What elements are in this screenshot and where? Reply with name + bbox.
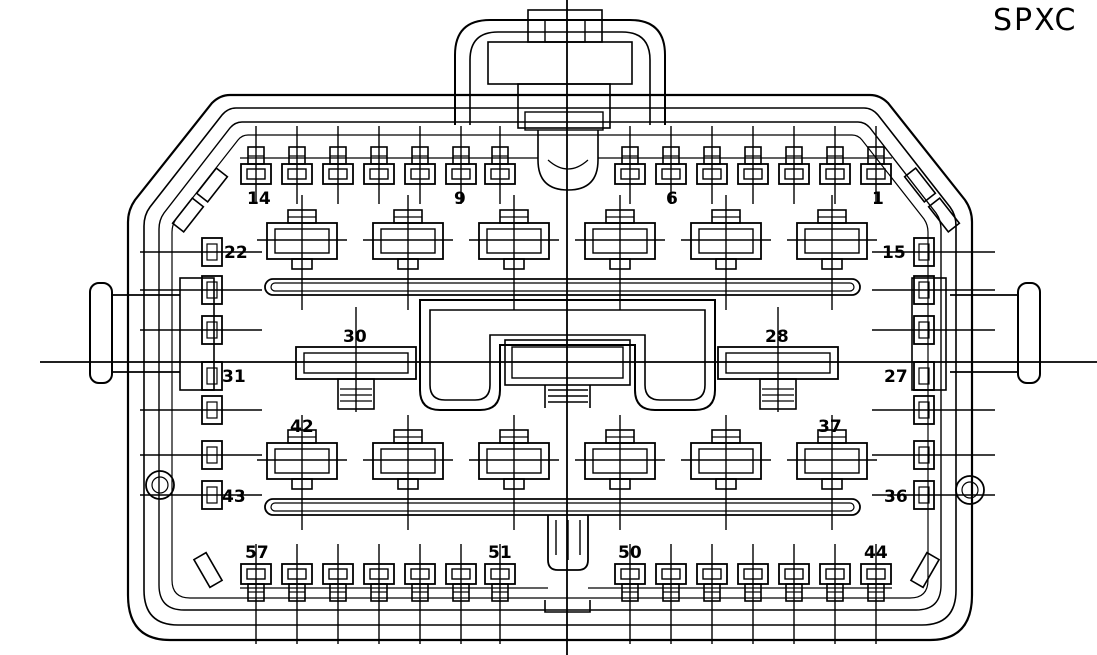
large-cavity — [787, 415, 877, 530]
terminal-cavity — [655, 126, 687, 204]
corner-tabs — [171, 166, 961, 589]
corner-tab — [171, 196, 205, 234]
pin-label: 43 — [222, 487, 246, 507]
terminal-cavity — [655, 544, 687, 644]
wide-cavity — [295, 307, 417, 412]
terminal-cavity — [819, 544, 851, 644]
terminal-cavity — [404, 544, 436, 644]
large-cavity — [469, 195, 559, 310]
right-side-slots — [872, 237, 995, 510]
lower-large-cavity-row — [257, 415, 877, 530]
pin-label: 30 — [343, 327, 367, 347]
terminal-cavity — [737, 126, 769, 204]
pin-label: 27 — [884, 367, 908, 387]
large-cavity — [575, 195, 665, 310]
wide-cavity — [717, 307, 839, 412]
pin-label: 31 — [222, 367, 246, 387]
pin-label: 1 — [872, 189, 884, 209]
pin-label: 6 — [666, 189, 678, 209]
pin-label: 42 — [290, 417, 314, 437]
terminal-cavity — [445, 126, 477, 204]
terminal-cavity — [484, 544, 516, 644]
corner-tab — [192, 551, 224, 589]
terminal-cavity — [240, 126, 272, 204]
upper-large-cavity-row — [257, 195, 877, 310]
terminal-cavity — [614, 544, 646, 644]
left-boss — [145, 470, 175, 500]
terminal-cavity — [614, 126, 646, 204]
large-cavity — [681, 195, 771, 310]
large-cavity — [575, 415, 665, 530]
side-slot — [201, 361, 223, 391]
pin-label: 57 — [245, 543, 269, 563]
top-terminal-row — [240, 126, 892, 204]
terminal-cavity — [240, 544, 272, 644]
terminal-cavity — [819, 126, 851, 204]
terminal-cavity — [696, 544, 728, 644]
corner-tab — [195, 166, 229, 204]
pin-label: 50 — [618, 543, 642, 563]
terminal-cavity — [363, 126, 395, 204]
right-boss — [955, 475, 985, 505]
large-cavity — [363, 195, 453, 310]
pin-label: 28 — [765, 327, 789, 347]
terminal-cavity — [445, 544, 477, 644]
corner-tab — [909, 551, 941, 589]
middle-large-cavities — [295, 307, 839, 412]
bottom-terminal-row — [240, 544, 892, 644]
terminal-cavity — [860, 544, 892, 644]
terminal-cavity — [696, 126, 728, 204]
pin-label: 36 — [884, 487, 908, 507]
terminal-cavity — [363, 544, 395, 644]
large-cavity — [787, 195, 877, 310]
corner-title: SPXC — [993, 3, 1077, 38]
terminal-cavity — [484, 126, 516, 204]
large-cavity — [257, 195, 347, 310]
pin-label: 44 — [864, 543, 888, 563]
large-cavity — [681, 415, 771, 530]
right-side-post — [950, 282, 1041, 384]
pin-label: 51 — [488, 543, 512, 563]
large-cavity — [257, 415, 347, 530]
left-side-slots — [140, 237, 262, 510]
lower-rail — [264, 498, 861, 516]
left-side-post — [89, 282, 180, 384]
terminal-cavity — [860, 126, 892, 204]
terminal-cavity — [281, 544, 313, 644]
pin-labels: 14 9 6 1 22 15 30 28 31 27 42 37 43 36 5… — [222, 189, 908, 563]
terminal-cavity — [322, 126, 354, 204]
terminal-cavity — [778, 544, 810, 644]
pin-label: 14 — [247, 189, 271, 209]
terminal-cavity — [778, 126, 810, 204]
pin-label: 22 — [224, 243, 248, 263]
large-cavity — [469, 415, 559, 530]
corner-tab — [903, 166, 937, 204]
upper-rail — [264, 278, 861, 296]
pin-label: 9 — [454, 189, 466, 209]
terminal-cavity — [281, 126, 313, 204]
terminal-cavity — [322, 544, 354, 644]
pin-label: 15 — [882, 243, 906, 263]
corner-tab — [927, 196, 961, 234]
pin-label: 37 — [818, 417, 842, 437]
large-cavity — [363, 415, 453, 530]
terminal-cavity — [404, 126, 436, 204]
terminal-cavity — [737, 544, 769, 644]
side-slot — [913, 361, 935, 391]
top-latch — [454, 9, 666, 191]
